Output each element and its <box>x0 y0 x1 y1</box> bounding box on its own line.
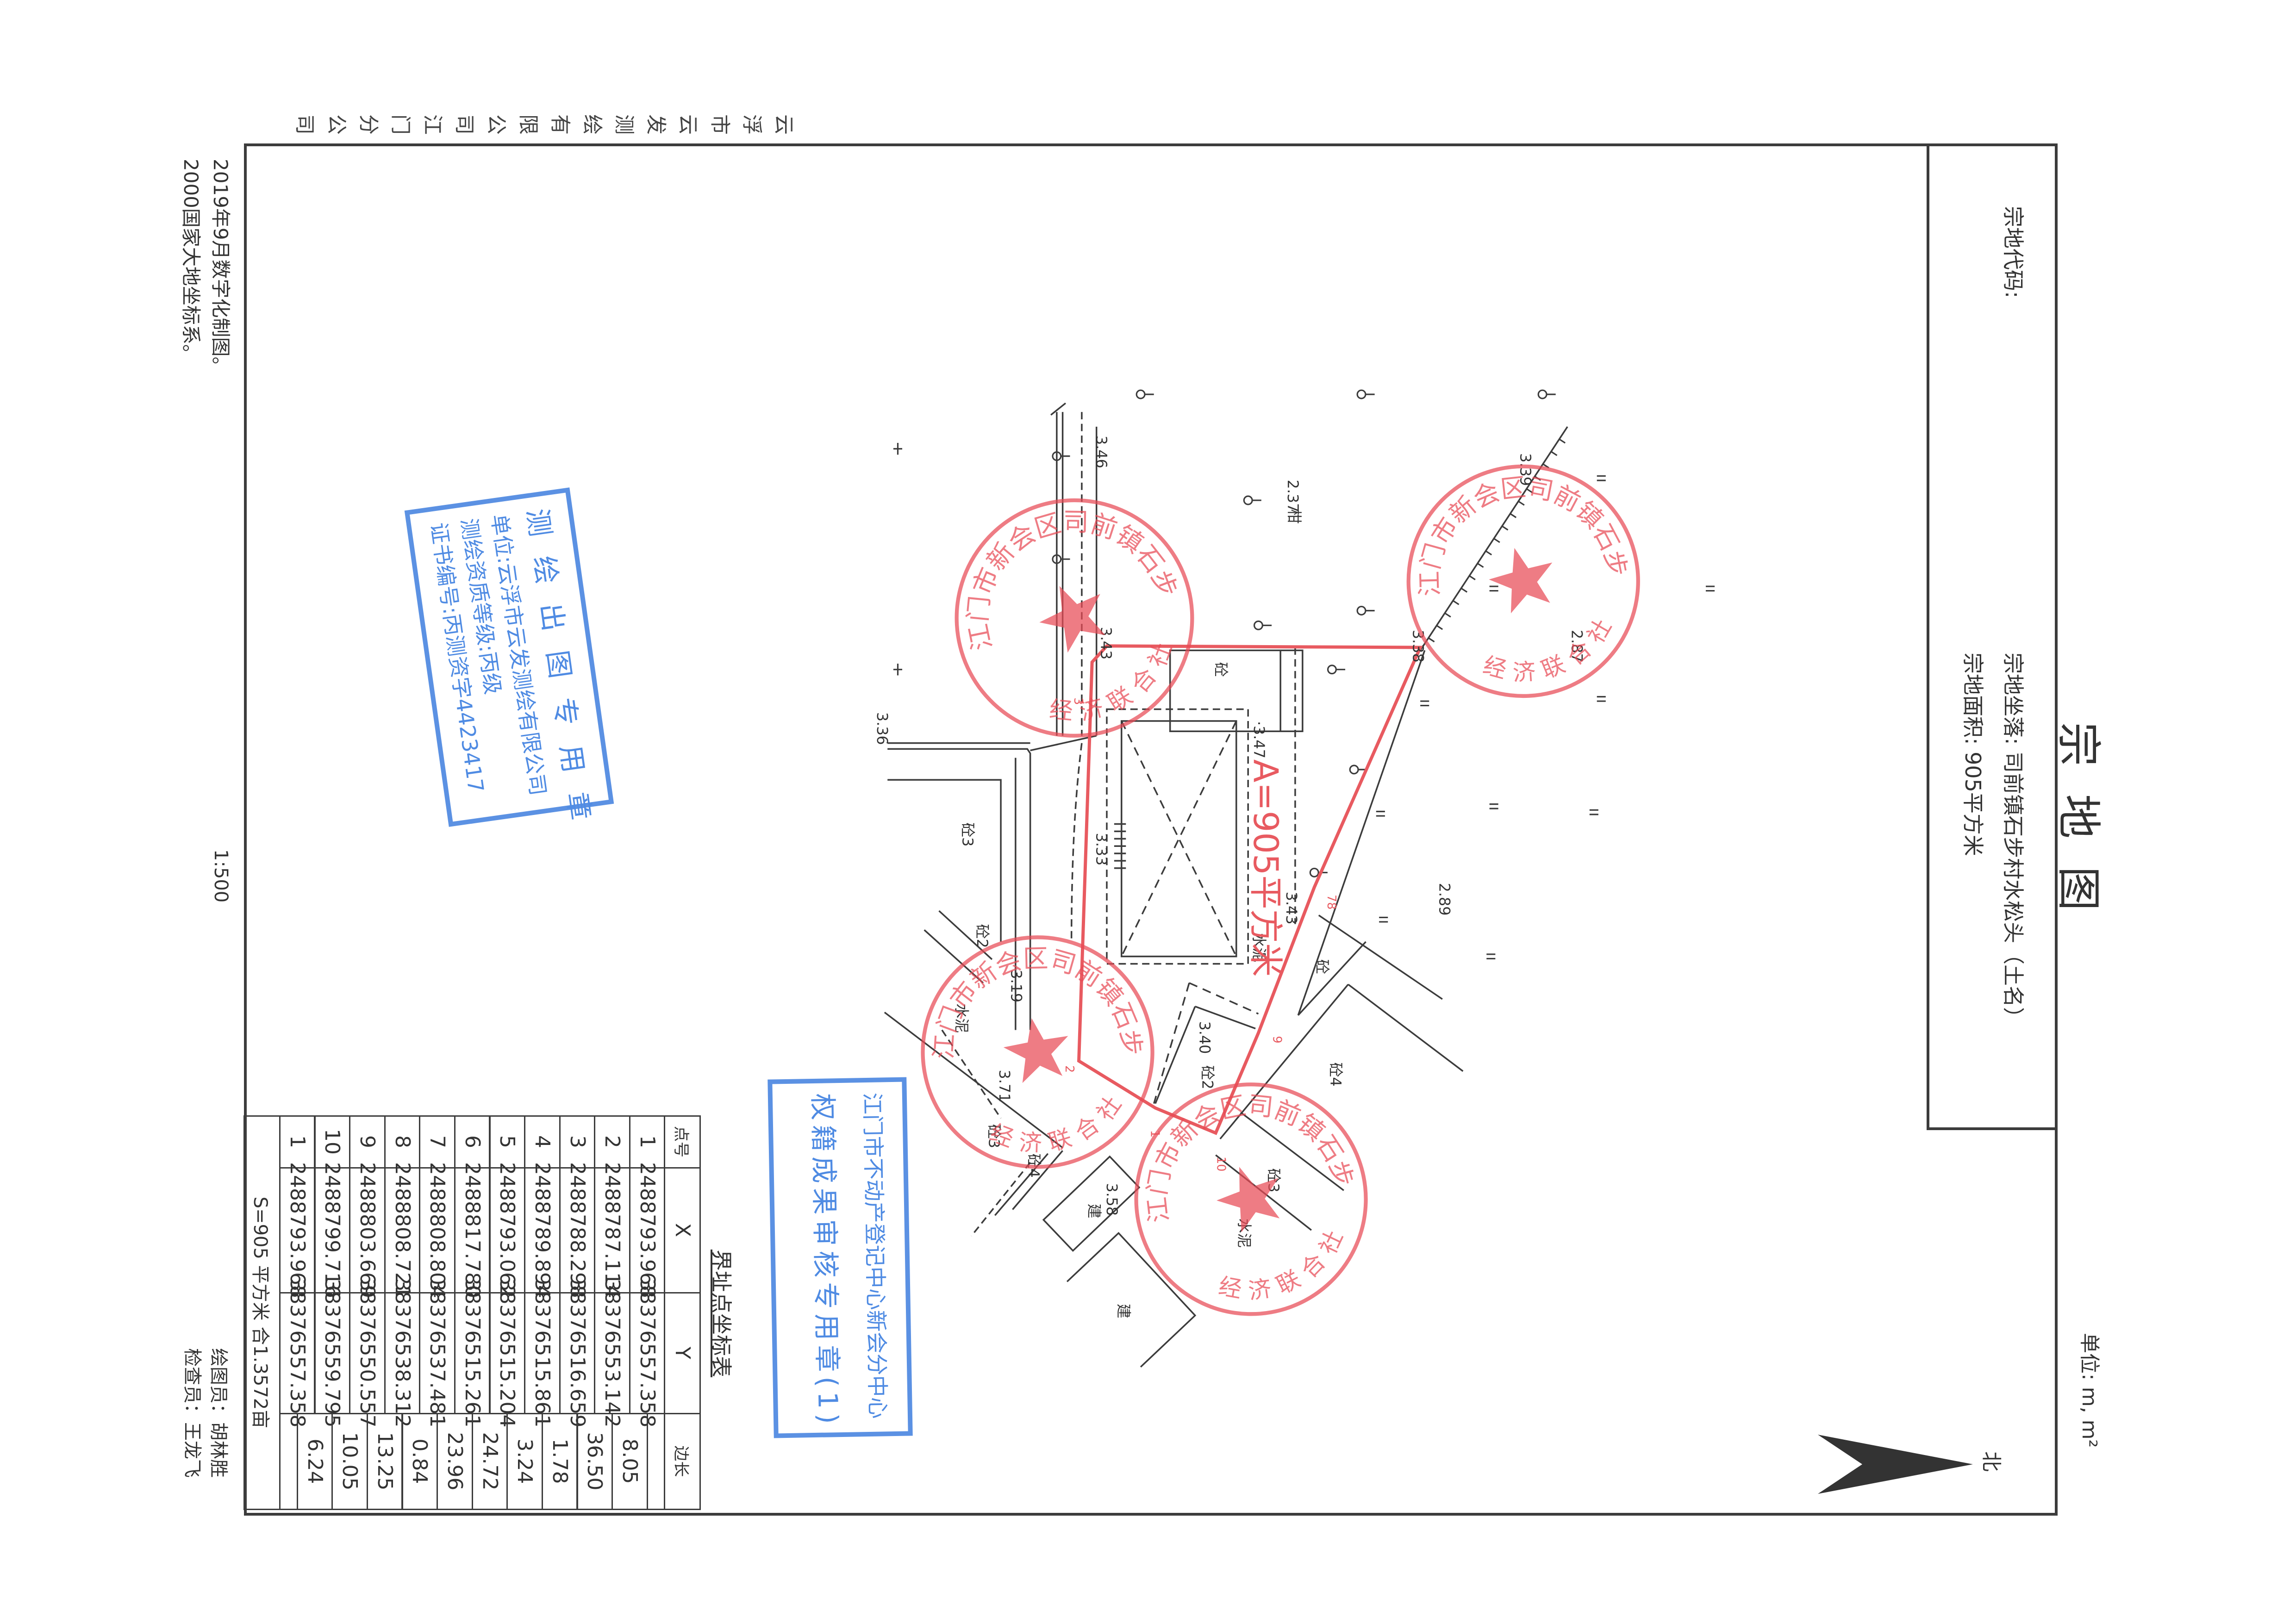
table-cell: 9 <box>349 1115 386 1169</box>
edge-length-cell: 23.96 <box>437 1412 473 1510</box>
edge-length-cell: 3.24 <box>506 1412 543 1510</box>
north-label: 北 <box>1979 1451 2003 1472</box>
table-cell: 2488793.062 <box>489 1162 526 1298</box>
parcel-area: 宗地面积: 905平方米 <box>1960 653 1985 856</box>
table-cell: 1 <box>629 1115 666 1169</box>
table-cell: 2488787.114 <box>594 1162 630 1298</box>
table-cell: 38376557.358 <box>629 1279 666 1427</box>
header-box <box>1927 143 2058 1130</box>
table-cell: 6 <box>454 1115 491 1169</box>
table-cell: 2488793.968 <box>629 1162 666 1298</box>
table-cell: 3 <box>559 1115 596 1169</box>
table-cell: 2 <box>594 1115 630 1169</box>
edge-length-cell: 10.05 <box>331 1412 368 1510</box>
table-cell: 10 <box>314 1115 351 1169</box>
table-cell: 2488803.669 <box>349 1162 386 1298</box>
table-header-cell: Y <box>664 1292 701 1414</box>
area-summary: S=905 平方米 合1.3572亩 <box>243 1115 281 1510</box>
table-cell: 38376515.261 <box>454 1279 491 1427</box>
table-cell: 38376515.204 <box>489 1279 526 1427</box>
parcel-code-label: 宗地代码: <box>2001 206 2026 298</box>
unit-label: 单位: m, m² <box>2078 1333 2101 1448</box>
parcel-location: 宗地坐落: 司前镇石步村水松头（土名） <box>2001 653 2026 1029</box>
table-cell: 38376550.557 <box>349 1279 386 1427</box>
map-scale: 1:500 <box>210 849 231 903</box>
table-cell: 2488789.894 <box>524 1162 561 1298</box>
edge-length-cell: 8.05 <box>611 1412 648 1510</box>
drafter-signature: 绘图员：胡林胜 <box>208 1348 229 1478</box>
page-title: 宗地图 <box>2053 722 2104 939</box>
table-header-cell: 边长 <box>664 1412 701 1510</box>
table-cell: 38376537.481 <box>419 1279 455 1427</box>
table-cell: 38376516.659 <box>559 1279 596 1427</box>
table-cell: 7 <box>419 1115 455 1169</box>
table-header-cell: X <box>664 1167 701 1293</box>
table-cell: 38376557.358 <box>279 1279 316 1427</box>
table-cell: 38376553.142 <box>594 1279 630 1427</box>
table-cell: 4 <box>524 1115 561 1169</box>
table-cell: 38376515.861 <box>524 1279 561 1427</box>
edge-length-cell: 1.78 <box>541 1412 578 1510</box>
table-cell: 8 <box>384 1115 421 1169</box>
edge-length-cell: 24.72 <box>471 1412 508 1510</box>
checker-signature: 检查员：王龙飞 <box>181 1348 203 1478</box>
table-cell: 2488817.780 <box>454 1162 491 1298</box>
coordinate-system-note: 2000国家大地坐标系。 <box>180 159 202 364</box>
table-cell: 2488808.804 <box>419 1162 455 1298</box>
table-cell: 38376559.795 <box>314 1279 351 1427</box>
seal-line: 权籍成果审核专用章(1) <box>806 1093 844 1429</box>
edge-length-cell: 13.25 <box>366 1412 403 1510</box>
drawing-date-note: 2019年9月数字化制图。 <box>209 159 232 376</box>
company-name: 云浮市云发测绘有限公司江门分公司 <box>284 111 795 134</box>
registry-review-seal: 江门市不动产登记中心新会分中心 权籍成果审核专用章(1) <box>767 1077 913 1438</box>
table-cell: 1 <box>279 1115 316 1169</box>
table-cell-empty <box>279 1412 298 1510</box>
table-cell: 5 <box>489 1115 526 1169</box>
table-cell: 2488788.298 <box>559 1162 596 1298</box>
table-cell: 2488793.968 <box>279 1162 316 1298</box>
edge-length-cell: 0.84 <box>401 1412 438 1510</box>
table-cell-empty <box>646 1412 666 1510</box>
coordinate-table-title: 界址点坐标表 <box>709 1250 734 1377</box>
edge-length-cell: 36.50 <box>576 1412 613 1510</box>
table-header-cell: 点号 <box>664 1115 701 1169</box>
seal-line: 江门市不动产登记中心新会分中心 <box>859 1092 891 1419</box>
table-cell: 38376538.312 <box>384 1279 421 1427</box>
north-arrow-icon <box>1818 1435 1973 1494</box>
table-cell: 2488808.721 <box>384 1162 421 1298</box>
edge-length-cell: 6.24 <box>296 1412 333 1510</box>
table-cell: 2488799.716 <box>314 1162 351 1298</box>
